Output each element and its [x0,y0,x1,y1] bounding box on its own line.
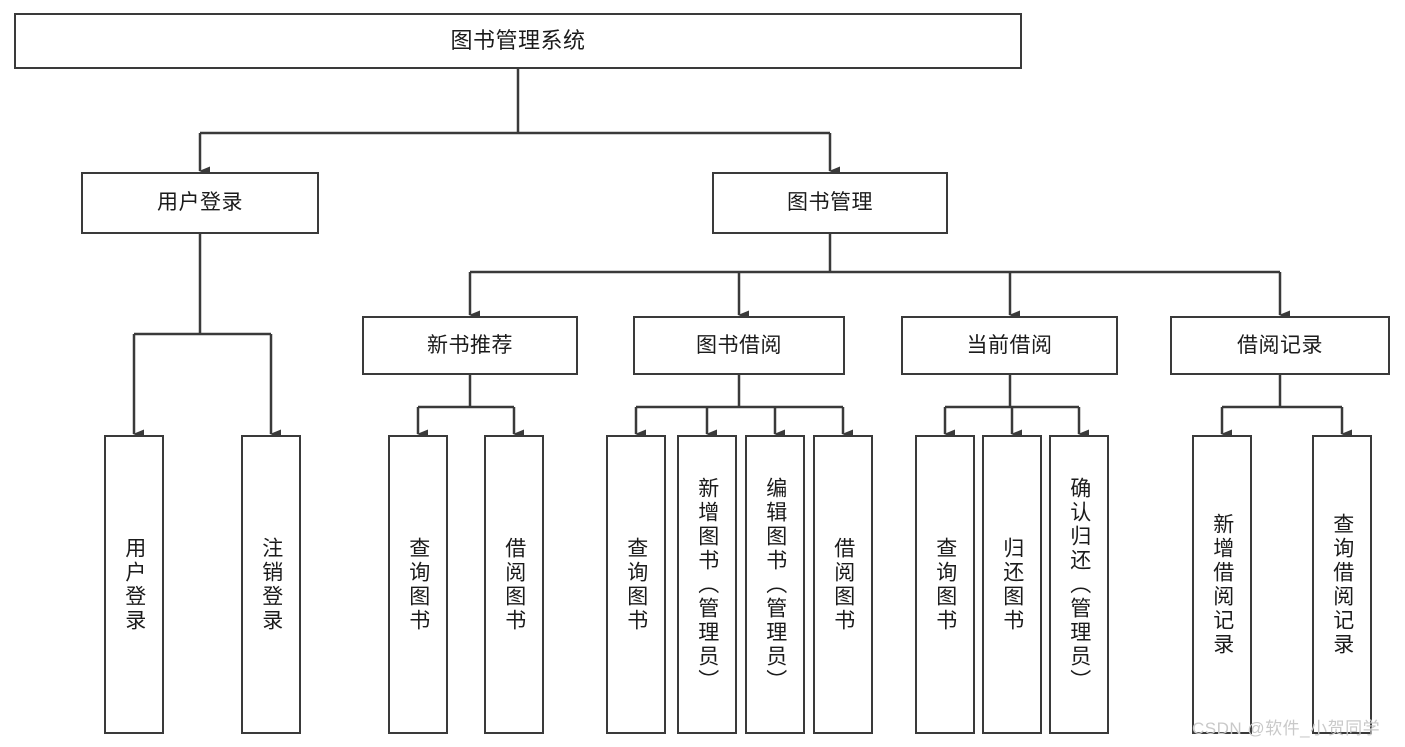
node-borrow-2: 新增图书（管理员） [677,435,737,734]
node-bookmgmt: 图书管理 [712,172,948,234]
node-login-1: 用户登录 [104,435,164,734]
node-label-newbook: 新书推荐 [427,333,513,357]
node-records: 借阅记录 [1170,316,1390,375]
node-current: 当前借阅 [901,316,1118,375]
node-label-borrow-3: 编辑图书（管理员） [763,476,787,693]
node-records-1: 新增借阅记录 [1192,435,1252,734]
node-label-newbook-1: 查询图书 [406,536,430,633]
node-login: 用户登录 [81,172,319,234]
node-label-current-2: 归还图书 [1000,536,1024,633]
node-login-2: 注销登录 [241,435,301,734]
node-newbook: 新书推荐 [362,316,578,375]
node-label-login-1: 用户登录 [122,536,146,633]
node-label-borrow-4: 借阅图书 [831,536,855,633]
node-newbook-2: 借阅图书 [484,435,544,734]
node-label-root: 图书管理系统 [450,27,586,53]
node-label-borrow-1: 查询图书 [624,536,648,633]
node-label-login-2: 注销登录 [259,536,283,633]
node-borrow-3: 编辑图书（管理员） [745,435,805,734]
node-label-current-3: 确认归还（管理员） [1067,476,1091,693]
node-label-records-1: 新增借阅记录 [1210,512,1234,657]
node-records-2: 查询借阅记录 [1312,435,1372,734]
node-label-bookmgmt: 图书管理 [787,191,873,215]
node-borrow: 图书借阅 [633,316,845,375]
node-label-records-2: 查询借阅记录 [1330,512,1354,657]
node-root: 图书管理系统 [14,13,1022,69]
node-current-3: 确认归还（管理员） [1049,435,1109,734]
node-label-current-1: 查询图书 [933,536,957,633]
node-newbook-1: 查询图书 [388,435,448,734]
node-label-records: 借阅记录 [1237,333,1323,357]
node-current-1: 查询图书 [915,435,975,734]
edge-group [132,69,1352,439]
node-current-2: 归还图书 [982,435,1042,734]
node-label-newbook-2: 借阅图书 [502,536,526,633]
watermark-label: CSDN @软件_小贺同学 [1192,719,1381,738]
node-label-login: 用户登录 [157,191,243,215]
node-label-borrow-2: 新增图书（管理员） [695,476,719,693]
node-label-current: 当前借阅 [966,333,1053,357]
node-borrow-1: 查询图书 [606,435,666,734]
node-borrow-4: 借阅图书 [813,435,873,734]
node-label-borrow: 图书借阅 [696,333,782,357]
